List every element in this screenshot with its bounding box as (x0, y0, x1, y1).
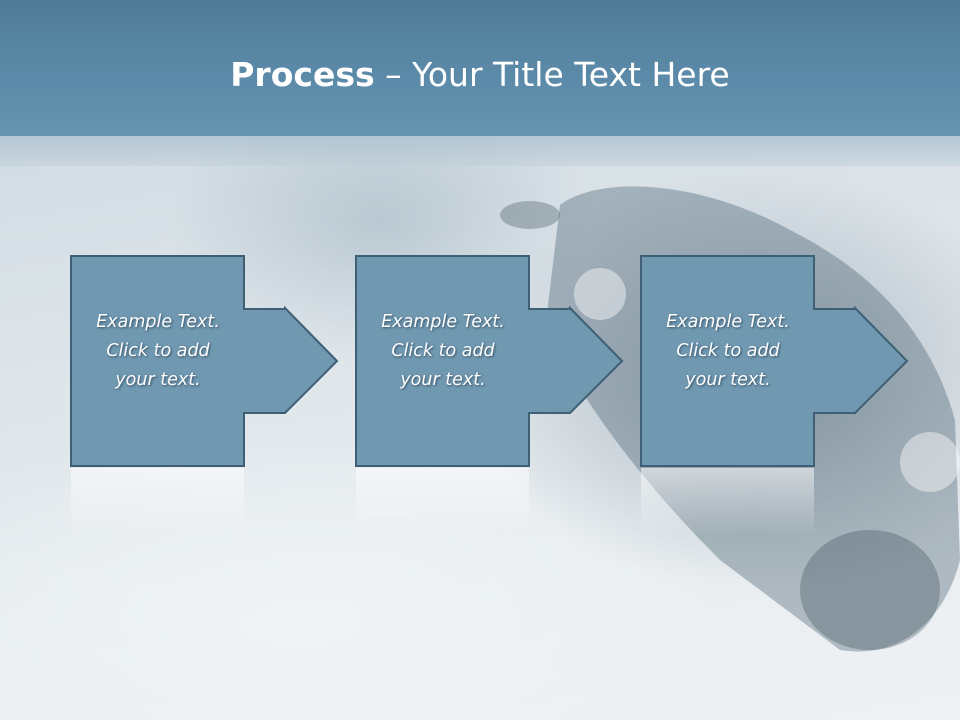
title-bold: Process (230, 55, 375, 94)
header-band (0, 136, 960, 166)
slide-title[interactable]: Process – Your Title Text Here (0, 52, 960, 98)
header-bar (0, 0, 960, 136)
arrow-box-shape (70, 255, 339, 536)
step-text: Example Text. Click to add your text. (381, 312, 505, 390)
arrow-box-shape (355, 255, 624, 536)
process-step-2[interactable]: Example Text. Click to add your text. (355, 255, 626, 536)
step-text: Example Text. Click to add your text. (96, 312, 220, 390)
process-step-1[interactable]: Example Text. Click to add your text. (70, 255, 341, 536)
arrow-box-shape (640, 255, 909, 536)
process-step-3[interactable]: Example Text. Click to add your text. (640, 255, 911, 536)
step-text: Example Text. Click to add your text. (666, 312, 790, 390)
title-rest: – Your Title Text Here (374, 55, 730, 94)
